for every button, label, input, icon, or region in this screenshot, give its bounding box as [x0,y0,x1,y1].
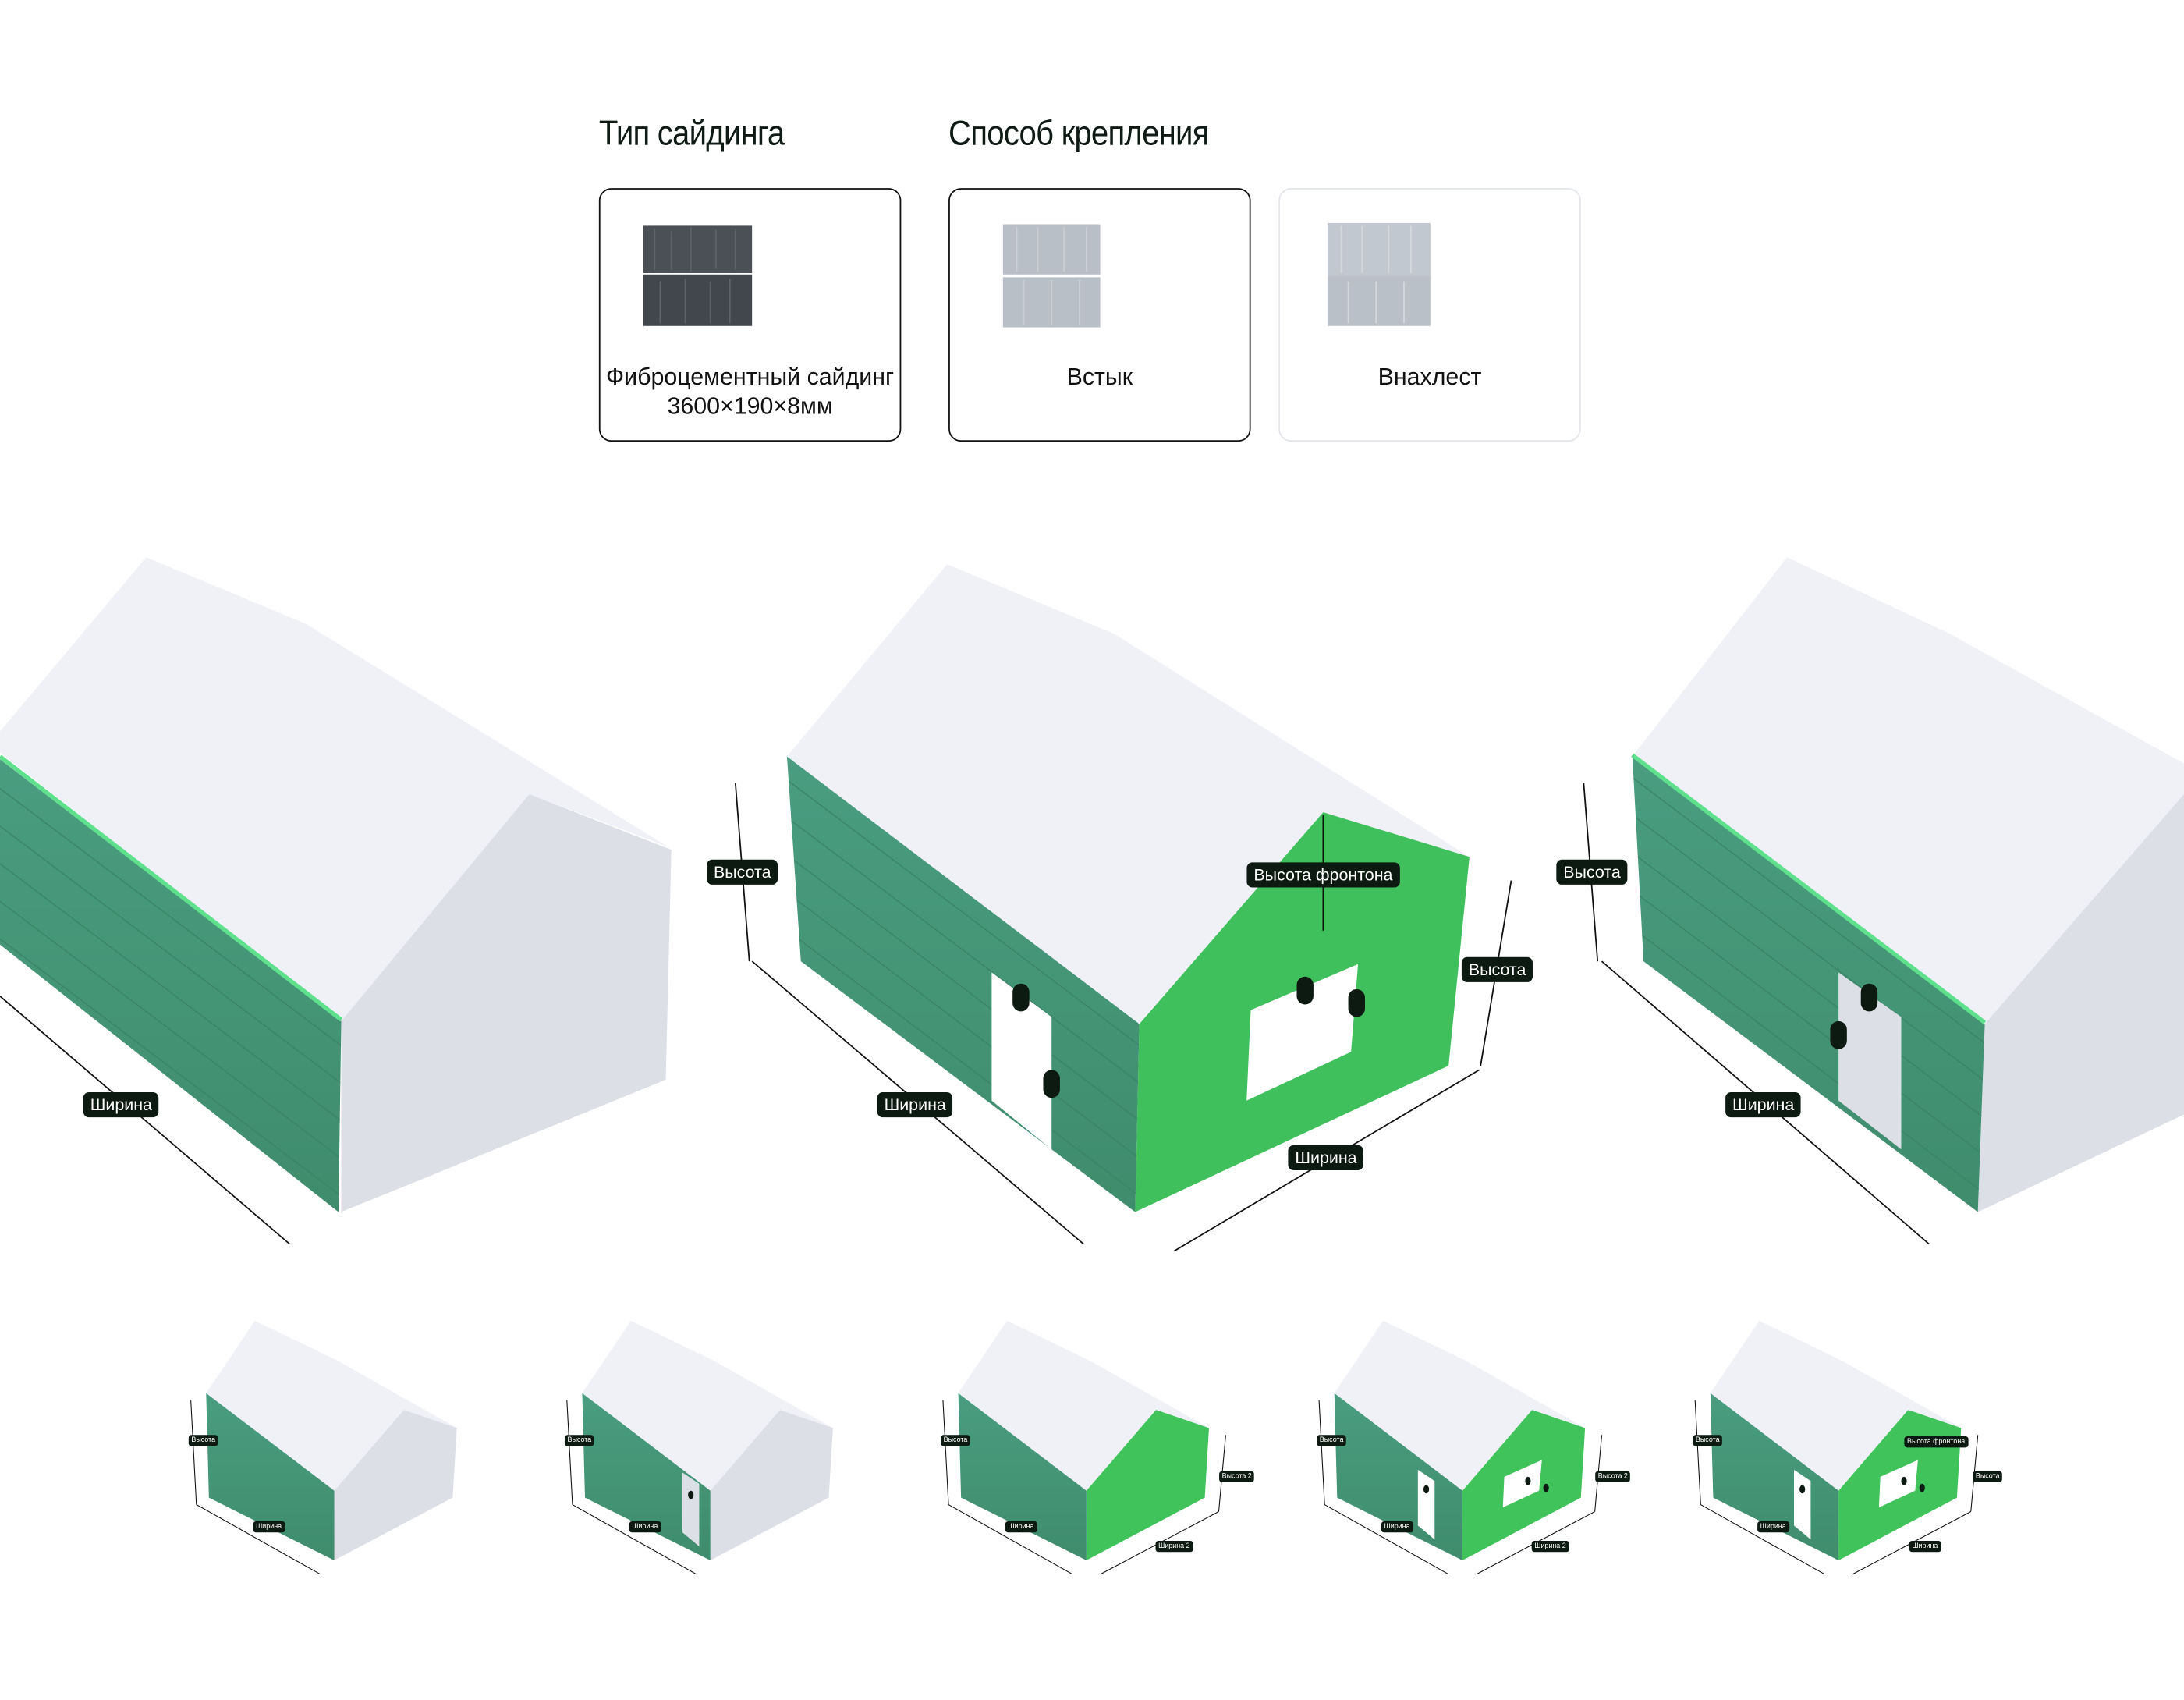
fastening-option-overlap[interactable]: Внахлест [1278,188,1581,442]
window [1502,1460,1542,1508]
dimension-label-height: Высота [941,1435,970,1446]
roof [1334,1320,1586,1491]
left-wall [206,1393,335,1560]
siding-type-title: Тип сайдинга [598,114,785,154]
house-small-2 [566,1320,833,1575]
overlap-swatch [1327,222,1431,326]
dimension-label-height: Высота [1317,1435,1347,1446]
house-large-2 [734,564,1512,1252]
door [1793,1469,1811,1540]
dimension-label-width: Ширина [1005,1521,1037,1533]
door [1417,1469,1435,1540]
dimension-label-height: Высота [1556,859,1628,885]
dimension-label-width-2: Ширина 2 [1155,1540,1193,1553]
dimension-label-width: Ширина [1757,1521,1789,1533]
dimension-label-height: Высота [188,1435,218,1446]
right-wall [334,1410,457,1560]
dimension-label-width: Ширина [1725,1091,1802,1118]
right-wall [710,1410,833,1560]
dimension-label-width-right: Ширина [1288,1145,1364,1170]
dimension-label-gable-height: Высота фронтона [1246,862,1400,888]
house-small-1 [190,1320,457,1575]
roof [958,1320,1209,1491]
dimension-label-width: Ширина [83,1091,159,1118]
dimension-label-width-2: Ширина [1909,1540,1941,1553]
dimension-label-height: Высота [564,1435,594,1446]
fastening-title: Способ крепления [948,114,1209,154]
dimension-label-height: Высота [1693,1435,1723,1446]
house-small-5 [1694,1320,1979,1575]
dimension-label-width: Ширина [629,1521,661,1533]
left-wall [958,1393,1087,1560]
dimension-label-width-2: Ширина 2 [1531,1540,1569,1553]
house-large-1 [0,557,672,1245]
fastening-option-butt[interactable]: Встык [948,188,1251,442]
dimension-label-width: Ширина [253,1521,285,1533]
dimension-label-height: Высота [707,859,778,885]
siding-swatch-dark [643,225,753,326]
house-small-4 [1318,1320,1603,1575]
dimension-label-height-2: Высота 2 [1219,1471,1255,1482]
siding-option-fibrocement[interactable]: Фиброцементный сайдинг 3600×190×8мм [598,188,902,442]
siding-option-label: Фиброцементный сайдинг 3600×190×8мм [606,364,895,420]
roof [206,1320,457,1491]
dimension-label-height-right: Высота [1461,956,1533,982]
fastening-option-label: Встык [1066,364,1133,390]
dimension-label-width: Ширина [1381,1521,1413,1533]
right-wall [1086,1410,1209,1560]
house-small-3 [942,1320,1226,1575]
left-wall [582,1393,711,1560]
door [682,1472,700,1547]
window [1878,1460,1918,1508]
roof [582,1320,833,1491]
house-large-3 [1583,557,2184,1245]
dimension-label-height-2: Высота [1973,1471,2003,1482]
dimension-label-height-2: Высота 2 [1595,1471,1631,1482]
butt-joint-swatch [1002,224,1101,328]
dimension-label-gable-height: Высота фронтона [1904,1436,1968,1448]
fastening-option-label: Внахлест [1377,364,1482,390]
dimension-label-width: Ширина [877,1091,953,1118]
